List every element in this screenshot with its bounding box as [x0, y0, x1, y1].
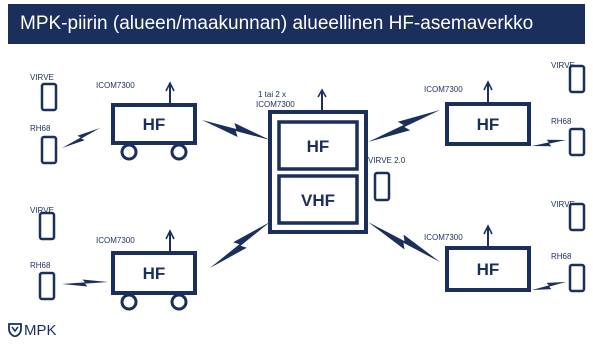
station-radio-label: ICOM7300 [96, 236, 135, 245]
wheel-icon [120, 143, 138, 161]
rh68-handset-icon [568, 127, 586, 157]
center-radio-label-1: 1 tai 2 x [258, 90, 286, 99]
center-antenna-icon [317, 88, 327, 112]
station-rh-label: RH68 [30, 261, 51, 270]
center-station: HF VHF 1 tai 2 x ICOM7300 VIRVE 2.0 [256, 88, 406, 234]
rh-link-top-left [62, 128, 100, 148]
station-hf-box [111, 251, 197, 295]
wheel-icon [120, 293, 138, 311]
antenna-icon [483, 224, 493, 248]
hf-link-top-left [202, 120, 270, 140]
virve-handset-icon [38, 211, 56, 241]
wheel-icon [170, 293, 188, 311]
station-rh-label: RH68 [551, 252, 572, 261]
center-hf-box [277, 120, 359, 171]
virve-handset-icon [568, 202, 586, 232]
station-hf-label: HF [477, 260, 500, 279]
rh-link-top-right [532, 139, 566, 147]
radio-links [62, 110, 566, 290]
remote-stations: HFICOM7300VIRVERH68HFICOM7300VIRVERH68HF… [30, 61, 586, 311]
antenna-icon [483, 80, 493, 104]
station-bottom-right: HF ICOM7300 VIRVE RH68 [424, 200, 586, 293]
station-virve-label: VIRVE [30, 206, 54, 215]
station-hf-label: HF [143, 264, 166, 283]
center-hf-label: HF [307, 137, 330, 156]
hf-link-top-right [368, 110, 440, 142]
station-virve-label: VIRVE [551, 200, 575, 209]
center-virve-handset-icon [373, 171, 391, 202]
mpk-logo: MPK [8, 320, 57, 340]
virve-handset-icon [568, 64, 586, 94]
center-virve-label: VIRVE 2.0 [368, 156, 406, 165]
rh68-handset-icon [38, 271, 56, 301]
center-vhf-label: VHF [301, 191, 335, 210]
virve-handset-icon [40, 82, 58, 112]
station-hf-box [111, 103, 197, 145]
station-radio-label: ICOM7300 [424, 85, 463, 94]
station-virve-label: VIRVE [551, 61, 575, 70]
center-vhf-box [277, 174, 359, 225]
station-virve-label: VIRVE [30, 73, 54, 82]
station-radio-label: ICOM7300 [424, 233, 463, 242]
station-bottom-left: HF ICOM7300 VIRVE RH68 [30, 206, 197, 311]
station-top-left: HF ICOM7300 VIRVE RH68 [30, 73, 197, 165]
antenna-icon [165, 81, 175, 105]
rh68-handset-icon [40, 135, 58, 165]
rh68-handset-icon [568, 263, 586, 293]
wheel-icon [170, 143, 188, 161]
station-top-right: HF ICOM7300 VIRVE RH68 [424, 61, 586, 157]
station-rh-label: RH68 [30, 124, 51, 133]
station-radio-label: ICOM7300 [96, 81, 135, 90]
station-hf-label: HF [143, 115, 166, 134]
diagram-title: MPK-piirin (alueen/maakunnan) alueelline… [8, 4, 585, 44]
station-hf-label: HF [477, 115, 500, 134]
mpk-shield-icon [8, 323, 22, 337]
hf-link-bottom-right [368, 222, 440, 262]
rh-link-bottom-left [62, 279, 108, 287]
rh-link-bottom-right [532, 282, 566, 290]
station-rh-label: RH68 [551, 117, 572, 126]
hf-link-bottom-left [210, 222, 270, 268]
antenna-icon [165, 229, 175, 253]
center-radio-label-2: ICOM7300 [256, 100, 295, 109]
logo-text: MPK [24, 321, 57, 339]
